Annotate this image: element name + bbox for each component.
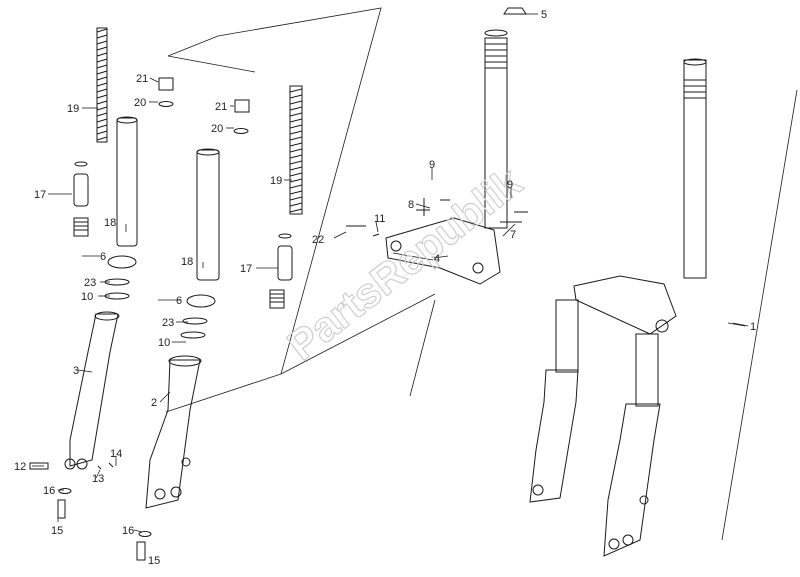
callout-14: 14 bbox=[110, 448, 122, 460]
callout-23b: 23 bbox=[162, 317, 174, 329]
callout-2: 2 bbox=[151, 397, 157, 409]
callout-15a: 15 bbox=[51, 525, 63, 537]
callout-6a: 6 bbox=[100, 251, 106, 263]
callout-19a: 19 bbox=[67, 103, 79, 115]
slider-middle bbox=[136, 355, 202, 561]
callout-7: 7 bbox=[510, 229, 516, 241]
spacer-tube-left bbox=[73, 161, 89, 237]
stanchion-left bbox=[116, 116, 138, 247]
seal-middle bbox=[180, 294, 216, 339]
callout-10b: 10 bbox=[158, 337, 170, 349]
callout-18a: 18 bbox=[104, 217, 116, 229]
callout-20a: 20 bbox=[134, 97, 146, 109]
callout-20b: 20 bbox=[211, 123, 223, 135]
boundary-frame-middle bbox=[165, 7, 436, 413]
leader-lines bbox=[32, 13, 749, 552]
cap-middle bbox=[233, 99, 250, 134]
callout-9a: 9 bbox=[429, 159, 435, 171]
watermark: PartsRepublik bbox=[279, 158, 531, 369]
spacer-tube-middle bbox=[269, 233, 293, 309]
callout-17a: 17 bbox=[34, 189, 46, 201]
cap-left bbox=[158, 77, 174, 107]
callout-17b: 17 bbox=[240, 263, 252, 275]
callout-21b: 21 bbox=[215, 101, 227, 113]
callout-18b: 18 bbox=[181, 256, 193, 268]
callout-labels: 1 2 3 4 5 6 6 7 8 9 9 10 10 11 12 13 14 … bbox=[14, 9, 756, 567]
callout-9b: 9 bbox=[507, 179, 513, 191]
lower-crown bbox=[346, 198, 528, 285]
callout-21a: 21 bbox=[136, 73, 148, 85]
spring-left bbox=[96, 27, 108, 143]
callout-8: 8 bbox=[408, 199, 414, 211]
assembled-fork bbox=[529, 58, 707, 557]
callout-11: 11 bbox=[374, 213, 385, 225]
callout-16b: 16 bbox=[122, 525, 134, 537]
callout-3: 3 bbox=[73, 365, 79, 377]
spring-middle bbox=[289, 85, 303, 215]
callout-10a: 10 bbox=[81, 291, 93, 303]
callout-15b: 15 bbox=[148, 555, 160, 567]
callout-5: 5 bbox=[541, 9, 547, 21]
seal-left bbox=[104, 255, 137, 300]
callout-13: 13 bbox=[92, 473, 104, 485]
callout-23a: 23 bbox=[84, 277, 96, 289]
callout-4: 4 bbox=[434, 253, 440, 265]
boundary-frame-right bbox=[392, 89, 798, 541]
callout-16a: 16 bbox=[43, 485, 55, 497]
callout-19b: 19 bbox=[270, 175, 282, 187]
stanchion-middle bbox=[196, 148, 220, 281]
callout-22: 22 bbox=[312, 234, 324, 246]
slider-left bbox=[29, 311, 120, 519]
callout-6b: 6 bbox=[176, 295, 182, 307]
callout-12: 12 bbox=[14, 461, 26, 473]
callout-1: 1 bbox=[750, 321, 756, 333]
